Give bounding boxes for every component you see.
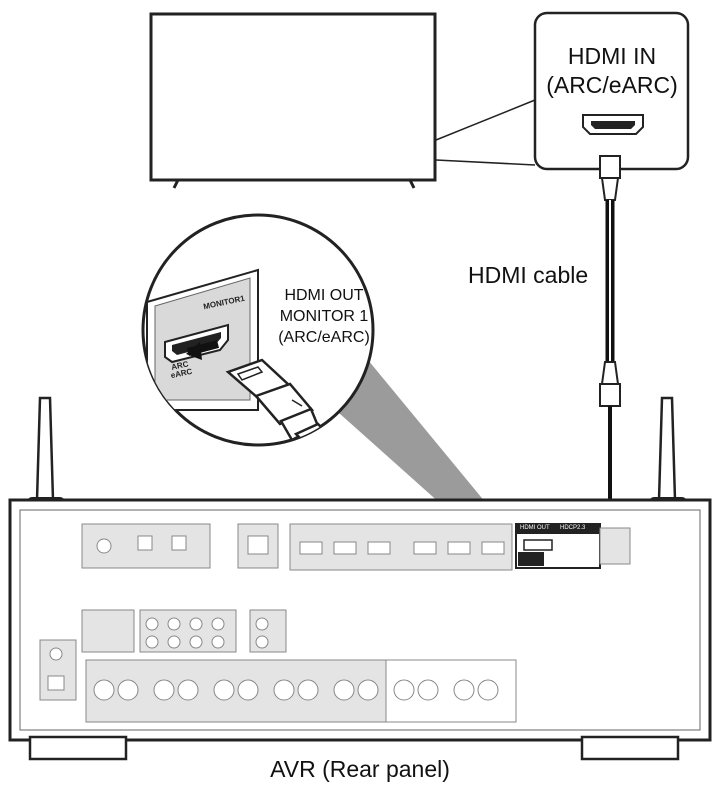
hdmi-cable [572,155,621,547]
panel-hdmi-out-tag: HDMI OUT [520,525,550,531]
avr-hdmi-out-mode: (ARC/eARC) [278,328,370,346]
tv-hdmi-in-inset [533,11,690,171]
avr-hdmi-out-port-zoom [164,323,229,364]
panel-hdcp-tag: HDCP2.3 [560,525,586,531]
panel-hdmi-out-port [523,539,553,551]
avr-caption: AVR (Rear panel) [270,756,450,782]
tv-hdmi-in-label: HDMI IN (ARC/eARC) [546,42,678,100]
television [149,12,437,189]
panel-hdmi-out-block [515,523,631,569]
avr-hdmi-out-monitor: MONITOR 1 [279,307,369,325]
magnifier-lens [141,213,375,447]
panel-upper-row [81,523,513,571]
tv-hdmi-in-mode: (ARC/eARC) [546,71,678,98]
hdmi-plug-zoom [225,358,347,445]
magnifier-shadow [330,360,500,530]
avr-hdmi-out-label: HDMI OUT MONITOR 1 (ARC/eARC) [268,286,380,348]
panel-lower-row [39,609,517,723]
tv-hdmi-in-title: HDMI IN [567,43,657,69]
avr-hdmi-out-title: HDMI OUT [284,287,364,304]
tv-callout-lines [435,99,536,166]
hdmi-cable-label: HDMI cable [468,262,589,288]
tv-hdmi-port [582,114,644,135]
